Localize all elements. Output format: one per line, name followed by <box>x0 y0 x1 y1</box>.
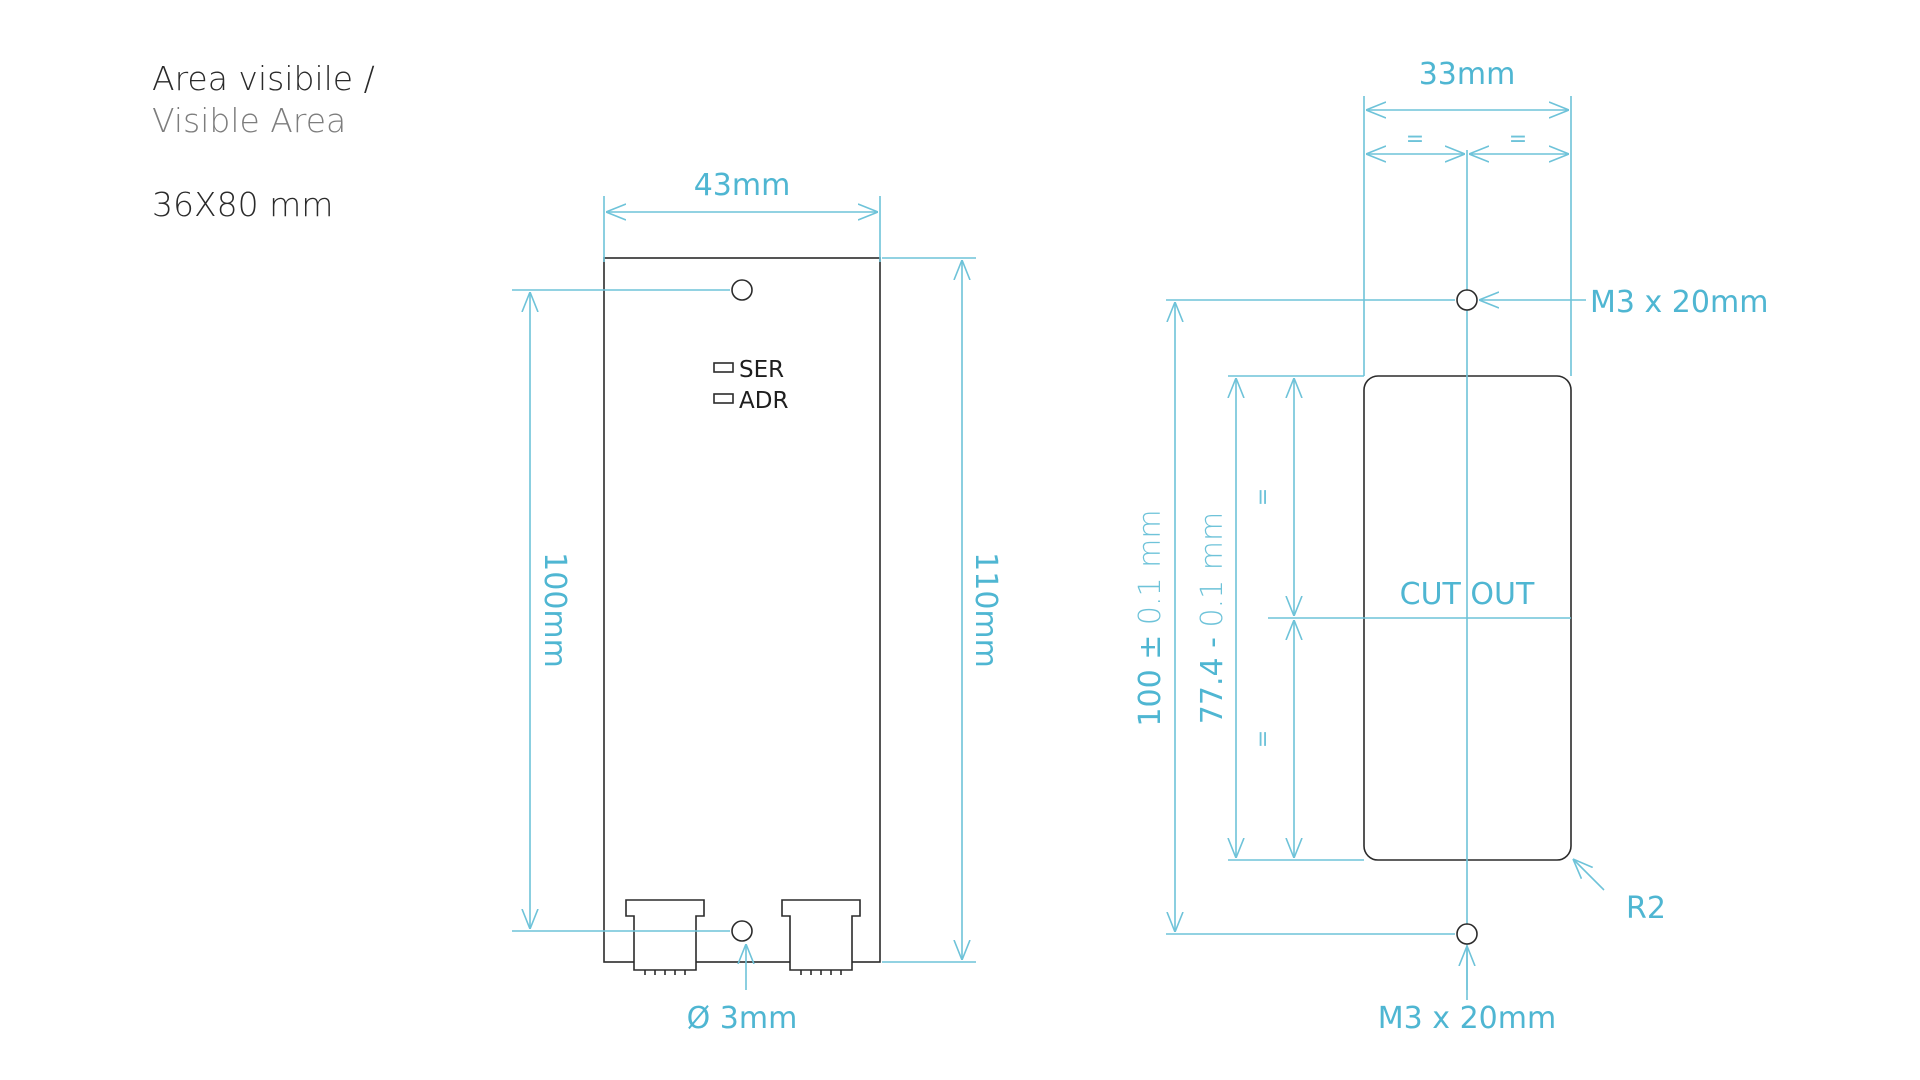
cutout-view: 33mm = = 100 ± 0.1 mm 77.4 - 0.1 mm = = … <box>1133 57 1768 1036</box>
cutout-hole-spacing-main: 100 ± <box>1133 625 1168 726</box>
ser-led-icon <box>713 362 734 373</box>
cutout-hole-spacing-tolerance: 0.1 mm <box>1133 509 1168 625</box>
cutout-height-main: 77.4 - <box>1195 628 1230 725</box>
cutout-height-label: 77.4 - 0.1 mm <box>1195 512 1230 724</box>
radius-label: R2 <box>1626 891 1666 926</box>
title-english: Visible Area <box>152 101 347 140</box>
radius-leader <box>1573 859 1605 891</box>
ser-led-label: SER <box>739 357 784 383</box>
adr-led-icon <box>713 393 734 404</box>
cutout-bottom-hole <box>1456 923 1478 945</box>
equal-mark-upper: = <box>1251 488 1276 506</box>
header: Area visibile / Visible Area 36X80 mm <box>152 58 375 226</box>
module-height-label: 110mm <box>968 552 1003 668</box>
module-top-hole <box>731 279 753 301</box>
bottom-screw-label: M3 x 20mm <box>1378 1001 1556 1036</box>
cutout-top-hole <box>1456 289 1478 311</box>
cutout-label: CUT OUT <box>1400 577 1535 612</box>
title-italian: Area visibile / <box>152 59 375 98</box>
cutout-height-tolerance: 0.1 mm <box>1195 512 1230 628</box>
module-width-label: 43mm <box>694 168 791 203</box>
module-view: SER ADR 43mm 100mm <box>512 168 1003 1036</box>
connector-left <box>625 899 705 975</box>
cutout-width-label: 33mm <box>1419 57 1516 92</box>
connector-right <box>781 899 861 975</box>
equal-mark-left: = <box>1406 127 1424 152</box>
module-hole-spacing-label: 100mm <box>537 552 572 668</box>
equal-mark-lower: = <box>1251 730 1276 748</box>
hole-diameter-label: Ø 3mm <box>687 1001 798 1036</box>
equal-mark-right: = <box>1509 127 1527 152</box>
module-bottom-hole <box>731 920 753 942</box>
top-screw-label: M3 x 20mm <box>1590 285 1768 320</box>
cutout-hole-spacing-label: 100 ± 0.1 mm <box>1133 509 1168 726</box>
visible-area-size: 36X80 mm <box>152 185 334 224</box>
adr-led-label: ADR <box>739 388 788 414</box>
